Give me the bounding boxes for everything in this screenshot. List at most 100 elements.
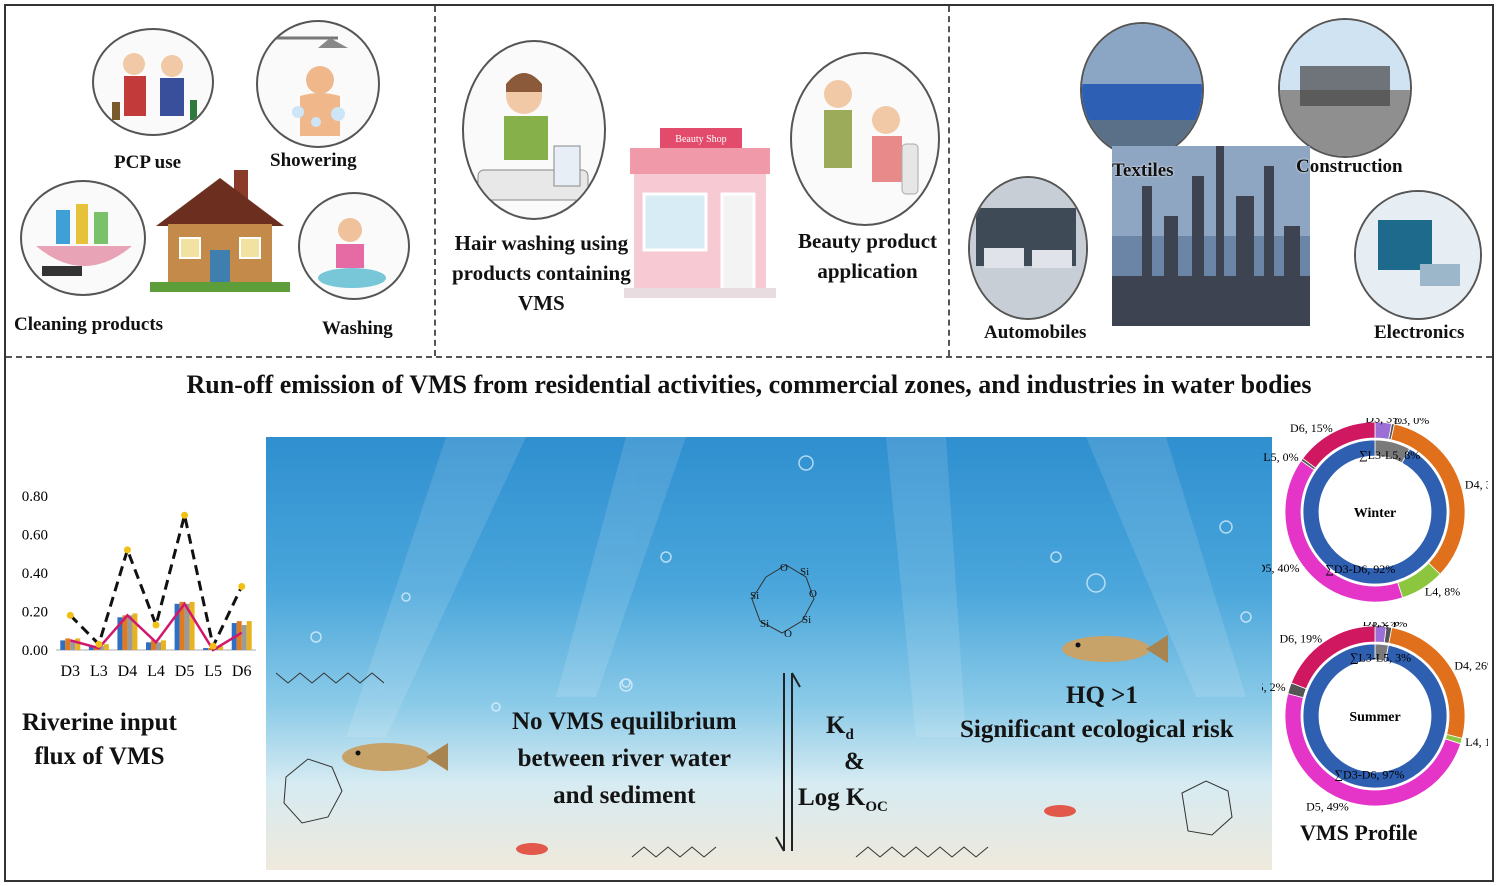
kd-text: Kd	[826, 712, 854, 743]
fish-right	[1062, 635, 1168, 663]
ring-si-3: Si	[760, 618, 769, 630]
construction-illustration	[1278, 18, 1412, 158]
inner-slice-label: ∑L3-L5, 3%	[1350, 650, 1411, 664]
bar	[246, 621, 252, 650]
bar	[122, 615, 128, 650]
line-marker	[238, 582, 246, 590]
electronics-illustration	[1354, 190, 1482, 320]
pcp-use-illustration	[92, 28, 214, 136]
x-tick-label: D3	[61, 663, 81, 680]
y-tick-label: 0.40	[22, 566, 48, 582]
siloxane-ring	[751, 564, 815, 634]
bar	[179, 601, 185, 650]
x-tick-label: L4	[147, 663, 165, 680]
inner-slice	[1302, 643, 1448, 789]
bar	[98, 646, 104, 650]
arrow-equilibrium	[775, 672, 801, 852]
y-tick-label: 0.00	[22, 643, 48, 659]
bubbles	[310, 455, 1252, 712]
x-tick-label: D5	[175, 663, 195, 680]
label-washing: Washing	[322, 318, 393, 339]
inner-slice-label: ∑D3-D6, 97%	[1335, 768, 1405, 782]
koc-text: Log KOC	[798, 784, 888, 815]
cleaning-products-illustration	[20, 180, 146, 296]
bar	[103, 644, 109, 650]
shop-sign-text: Beauty Shop	[675, 134, 726, 145]
outer-slice	[1302, 421, 1376, 469]
water-decoration: O Si Si O Si O Si	[275, 437, 1252, 858]
line-marker	[152, 621, 160, 629]
water-panel: O Si Si O Si O Si	[266, 437, 1272, 870]
donut-season-label: Summer	[1349, 710, 1400, 725]
divider-left	[434, 6, 436, 356]
showering-illustration	[256, 20, 380, 148]
outer-slice-label: L4, 1%	[1465, 735, 1488, 749]
profile-caption: VMS Profile	[1300, 820, 1418, 845]
outer-slice-label: D6, 15%	[1290, 421, 1333, 435]
label-beauty-application: Beauty product application	[798, 229, 938, 283]
outer-slice	[1290, 625, 1376, 690]
line-marker	[66, 611, 74, 619]
bar	[75, 638, 81, 650]
outer-slice-label: D3, 3%	[1365, 418, 1402, 425]
label-electronics: Electronics	[1374, 322, 1465, 343]
bar	[70, 640, 76, 650]
bar	[132, 613, 138, 650]
ring-o-2: O	[809, 588, 817, 600]
ring-o-1: O	[780, 562, 788, 574]
refinery-illustration	[1112, 146, 1310, 326]
bar	[117, 617, 123, 650]
bar	[146, 642, 151, 650]
linear-siloxane-bottom	[631, 846, 989, 858]
bar	[161, 640, 166, 650]
shrimp-1	[516, 843, 548, 855]
beauty-shop-illustration: Beauty Shop	[624, 124, 776, 298]
bar	[65, 638, 71, 650]
outer-slice-label: L3, 0%	[1394, 418, 1429, 427]
hair-washing-illustration	[462, 40, 606, 220]
diagram-title: Run-off emission of VMS from residential…	[186, 370, 1312, 399]
label-hair-washing: Hair washing using products containing V…	[452, 231, 631, 315]
outer-slice-label: D5, 40%	[1262, 561, 1299, 575]
hq-text: HQ >1	[1066, 682, 1138, 709]
inner-slice	[1302, 439, 1448, 585]
ring-o-3: O	[784, 628, 792, 640]
x-tick-label: D4	[118, 663, 138, 680]
house-illustration	[150, 162, 290, 294]
ring-si-2: Si	[750, 590, 759, 602]
line-marker	[209, 642, 217, 650]
inner-slice-label: ∑D3-D6, 92%	[1325, 562, 1395, 576]
bar	[127, 615, 133, 650]
x-tick-label: L5	[204, 663, 222, 680]
outer-frame	[4, 4, 1494, 882]
label-automobiles: Automobiles	[984, 322, 1087, 343]
divider-right	[948, 6, 950, 356]
x-tick-label: D6	[232, 663, 252, 680]
bar	[184, 603, 190, 650]
label-pcp-use: PCP use	[114, 152, 182, 173]
bar	[203, 648, 209, 650]
series-line	[69, 601, 243, 652]
cyclic-siloxane-bottom	[283, 758, 1233, 836]
donut-hole	[1320, 661, 1430, 771]
label-textiles: Textiles	[1112, 160, 1174, 181]
bar	[60, 640, 66, 650]
bar	[151, 640, 156, 650]
equilibrium-text: No VMS equilibrium between river water a…	[512, 708, 737, 809]
bar	[156, 642, 161, 650]
x-tick-label: L3	[90, 663, 108, 680]
ring-si-4: Si	[802, 614, 811, 626]
outer-slice-label: L4, 8%	[1425, 585, 1460, 599]
outer-slice-label: D4, 26%	[1454, 659, 1488, 673]
outer-slice-label: D4, 34%	[1465, 478, 1488, 492]
donut-hole	[1320, 457, 1430, 567]
bar	[218, 646, 224, 650]
bar	[208, 648, 214, 650]
fish-left	[342, 743, 448, 771]
automobiles-illustration	[968, 176, 1088, 320]
textiles-illustration	[1080, 22, 1204, 158]
